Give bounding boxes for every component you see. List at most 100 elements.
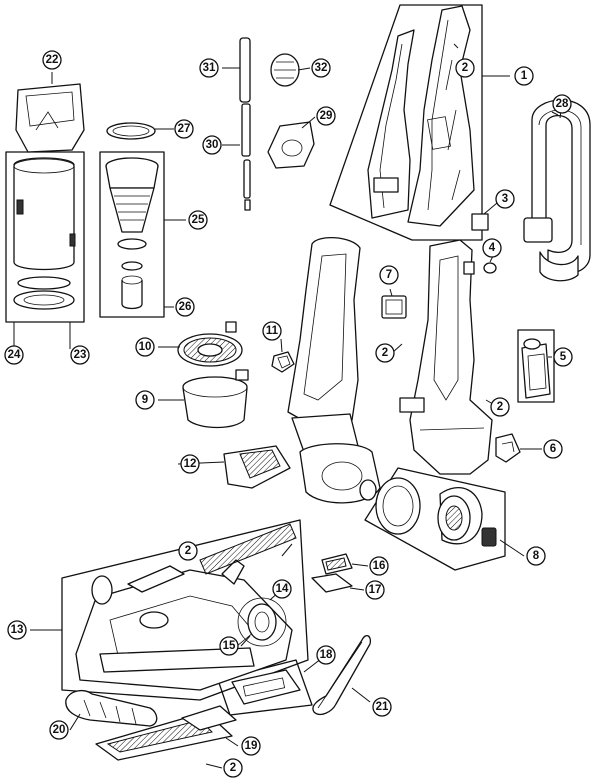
exhaust-filter-part [223,445,291,489]
electrical-group-frame [517,329,555,403]
callout-16: 16 [369,556,389,576]
callout-24: 24 [4,345,24,365]
callout-30-label: 30 [206,139,219,151]
dusting-brush-part [270,53,300,87]
callout-6-label: 6 [550,443,556,455]
bottom-plate-part [95,705,237,761]
hose-adapter-part [271,351,295,373]
callout-17-label: 17 [369,584,382,596]
callout-23: 23 [70,345,90,365]
callout-9: 9 [135,390,155,410]
cord-wrap-part [521,338,551,399]
power-switch-part [381,295,407,319]
callout-19-label: 19 [245,740,258,752]
callout-2: 2 [223,758,243,778]
dust-cup-part [13,157,76,310]
belt-part [312,635,372,716]
callout-32: 32 [311,58,331,78]
callout-19: 19 [241,736,261,756]
callout-2: 2 [178,541,198,561]
callout-27: 27 [174,119,194,139]
callout-14: 14 [272,579,292,599]
callout-13: 13 [7,620,27,640]
callout-1: 1 [514,66,534,86]
hose-part [523,99,591,282]
brushroll-group-frame [217,659,313,716]
callout-18: 18 [316,645,336,665]
callout-30: 30 [202,135,222,155]
callout-24-label: 24 [8,349,21,361]
filter-housing-part [182,369,249,429]
latch-part [471,213,497,274]
callout-29: 29 [316,106,336,126]
callout-31: 31 [199,58,219,78]
callout-9-label: 9 [142,394,148,406]
callout-15-label: 15 [223,640,236,652]
callout-2-label: 2 [462,62,468,74]
callout-26: 26 [175,297,195,317]
edge-cleaner-part [311,553,353,593]
callout-23-label: 23 [74,349,87,361]
callout-22: 22 [42,50,62,70]
callout-5-label: 5 [560,351,567,363]
callout-26-label: 26 [179,301,192,313]
seal-ring-part [106,122,156,140]
main-body-part [287,237,381,504]
callout-7: 7 [379,265,399,285]
callout-10-label: 10 [139,341,152,353]
cord-clip-part [495,433,521,463]
callout-12-label: 12 [184,458,197,470]
callout-4-label: 4 [489,242,496,254]
cyclone-assembly-part [105,157,159,310]
wand-part [239,37,251,211]
callout-27-label: 27 [178,123,191,135]
callout-15: 15 [219,636,239,656]
dust-cup-group-frame [5,151,85,323]
callout-20: 20 [49,720,69,740]
callout-17: 17 [365,580,385,600]
handle-front-half [367,29,415,219]
motor-part [375,477,497,547]
pulley-part [237,597,287,647]
callout-21-label: 21 [376,701,389,713]
callout-13-label: 13 [11,624,24,636]
callout-8: 8 [526,546,546,566]
callout-3-label: 3 [502,193,508,205]
callout-1-label: 1 [521,70,528,82]
callout-18-label: 18 [320,649,333,661]
brushroll-part [231,669,301,705]
callout-5: 5 [553,347,573,367]
handle-rear-half [407,5,475,227]
callout-2: 2 [455,58,475,78]
callout-2-label: 2 [382,347,388,359]
hose-cuff-part [267,121,315,169]
callout-2-label: 2 [497,401,503,413]
nozzle-base-part [75,559,293,691]
callout-3: 3 [495,189,515,209]
callout-29-label: 29 [320,110,333,122]
cyclone-group-frame [99,151,165,318]
handle-group-frame [329,4,483,241]
callout-2: 2 [490,397,510,417]
callout-10: 10 [135,337,155,357]
callout-6: 6 [543,439,563,459]
callout-12: 12 [180,454,200,474]
rear-body-housing-part [399,239,493,475]
callout-2-label: 2 [185,545,191,557]
pre-motor-filter-part [177,321,243,367]
callout-28: 28 [552,94,572,114]
callout-16-label: 16 [373,560,386,572]
callout-2: 2 [375,343,395,363]
dust-cup-lid-part [15,83,85,153]
callout-32-label: 32 [315,62,328,74]
callout-21: 21 [372,697,392,717]
callout-11-label: 11 [266,325,279,337]
hose-spring-part [199,523,297,575]
callout-28-label: 28 [556,98,569,110]
callout-14-label: 14 [276,583,289,595]
callout-25: 25 [188,210,208,230]
callout-8-label: 8 [533,550,540,562]
callout-20-label: 20 [53,724,66,736]
callout-22-label: 22 [46,54,59,66]
